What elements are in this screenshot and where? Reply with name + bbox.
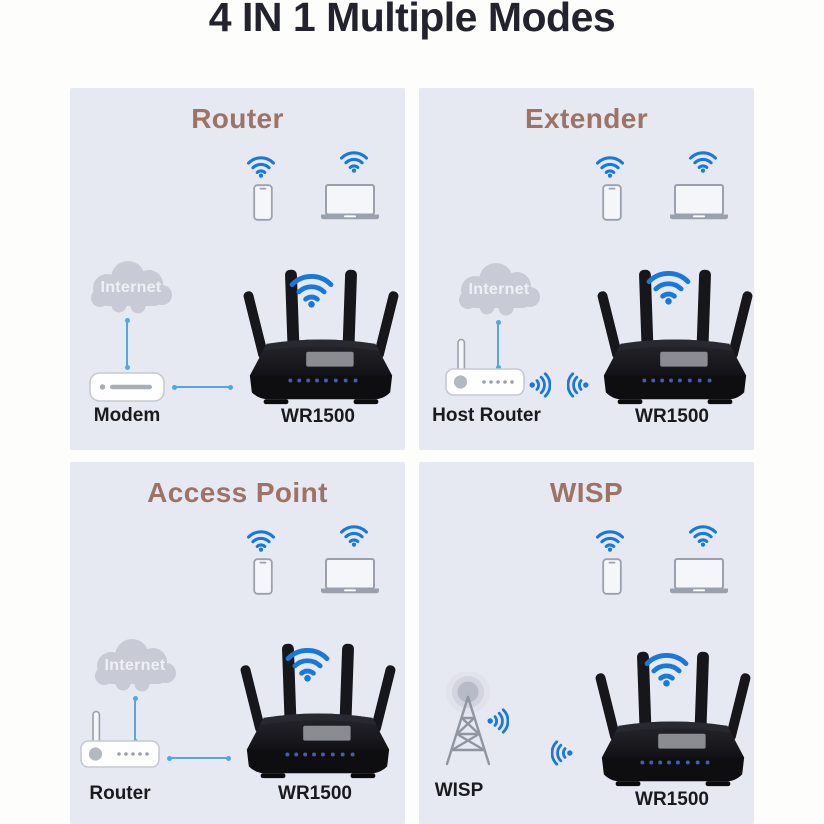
internet-cloud-icon: Internet [453,261,545,317]
connector-line [495,320,501,370]
phone-icon [602,184,622,221]
internet-cloud-label: Internet [468,280,530,298]
panel-router: Router Internet Modem WR1500 [70,88,405,450]
modem-icon [89,372,165,402]
product-label: WR1500 [635,789,709,810]
wifi-icon [643,651,690,687]
laptop-icon [670,184,728,220]
laptop-icon [321,184,379,220]
panel-access-point: Access Point Internet Router WR1500 [70,462,405,824]
host-router-icon [445,338,525,398]
wifi-signal-icon [529,372,551,398]
router-device-icon [80,710,160,770]
source-device-label: Host Router [432,405,541,426]
internet-cloud-icon: Internet [89,637,181,693]
wifi-icon [595,529,625,552]
wifi-icon [688,150,718,173]
product-label: WR1500 [635,406,709,427]
connector-line [172,384,233,390]
laptop-icon [321,558,379,594]
main-title: 4 IN 1 Multiple Modes [208,0,616,40]
wifi-icon [339,150,369,173]
connector-line [124,318,130,370]
wifi-icon [645,269,692,305]
panel-router-title: Router [191,103,284,134]
internet-cloud-label: Internet [100,278,162,296]
wifi-icon [246,155,276,178]
wifi-icon [246,529,276,552]
source-device-label: WISP [434,780,484,801]
connector-line [167,755,231,761]
internet-cloud-icon: Internet [85,259,177,315]
wifi-icon [688,524,718,547]
source-device-label: Router [89,783,151,804]
product-label: WR1500 [281,406,355,427]
source-device-label: Modem [93,405,161,426]
phone-icon [253,558,273,595]
phone-icon [602,558,622,595]
phone-icon [253,184,273,221]
panel-extender: Extender Internet Host Router WR1500 [419,88,754,450]
wifi-signal-icon [487,708,509,734]
product-label: WR1500 [278,783,352,804]
internet-cloud-label: Internet [104,656,166,674]
wifi-icon [284,646,331,682]
panel-extender-title: Extender [524,103,649,134]
wifi-icon [288,272,335,308]
panel-wisp: WISP WISP WR1500 [419,462,754,824]
panel-wisp-title: WISP [549,477,624,508]
panel-access-point-title: Access Point [147,477,328,508]
wifi-signal-icon [567,372,589,398]
wifi-icon [595,155,625,178]
wifi-signal-icon [551,740,573,766]
wifi-icon [339,524,369,547]
laptop-icon [670,558,728,594]
